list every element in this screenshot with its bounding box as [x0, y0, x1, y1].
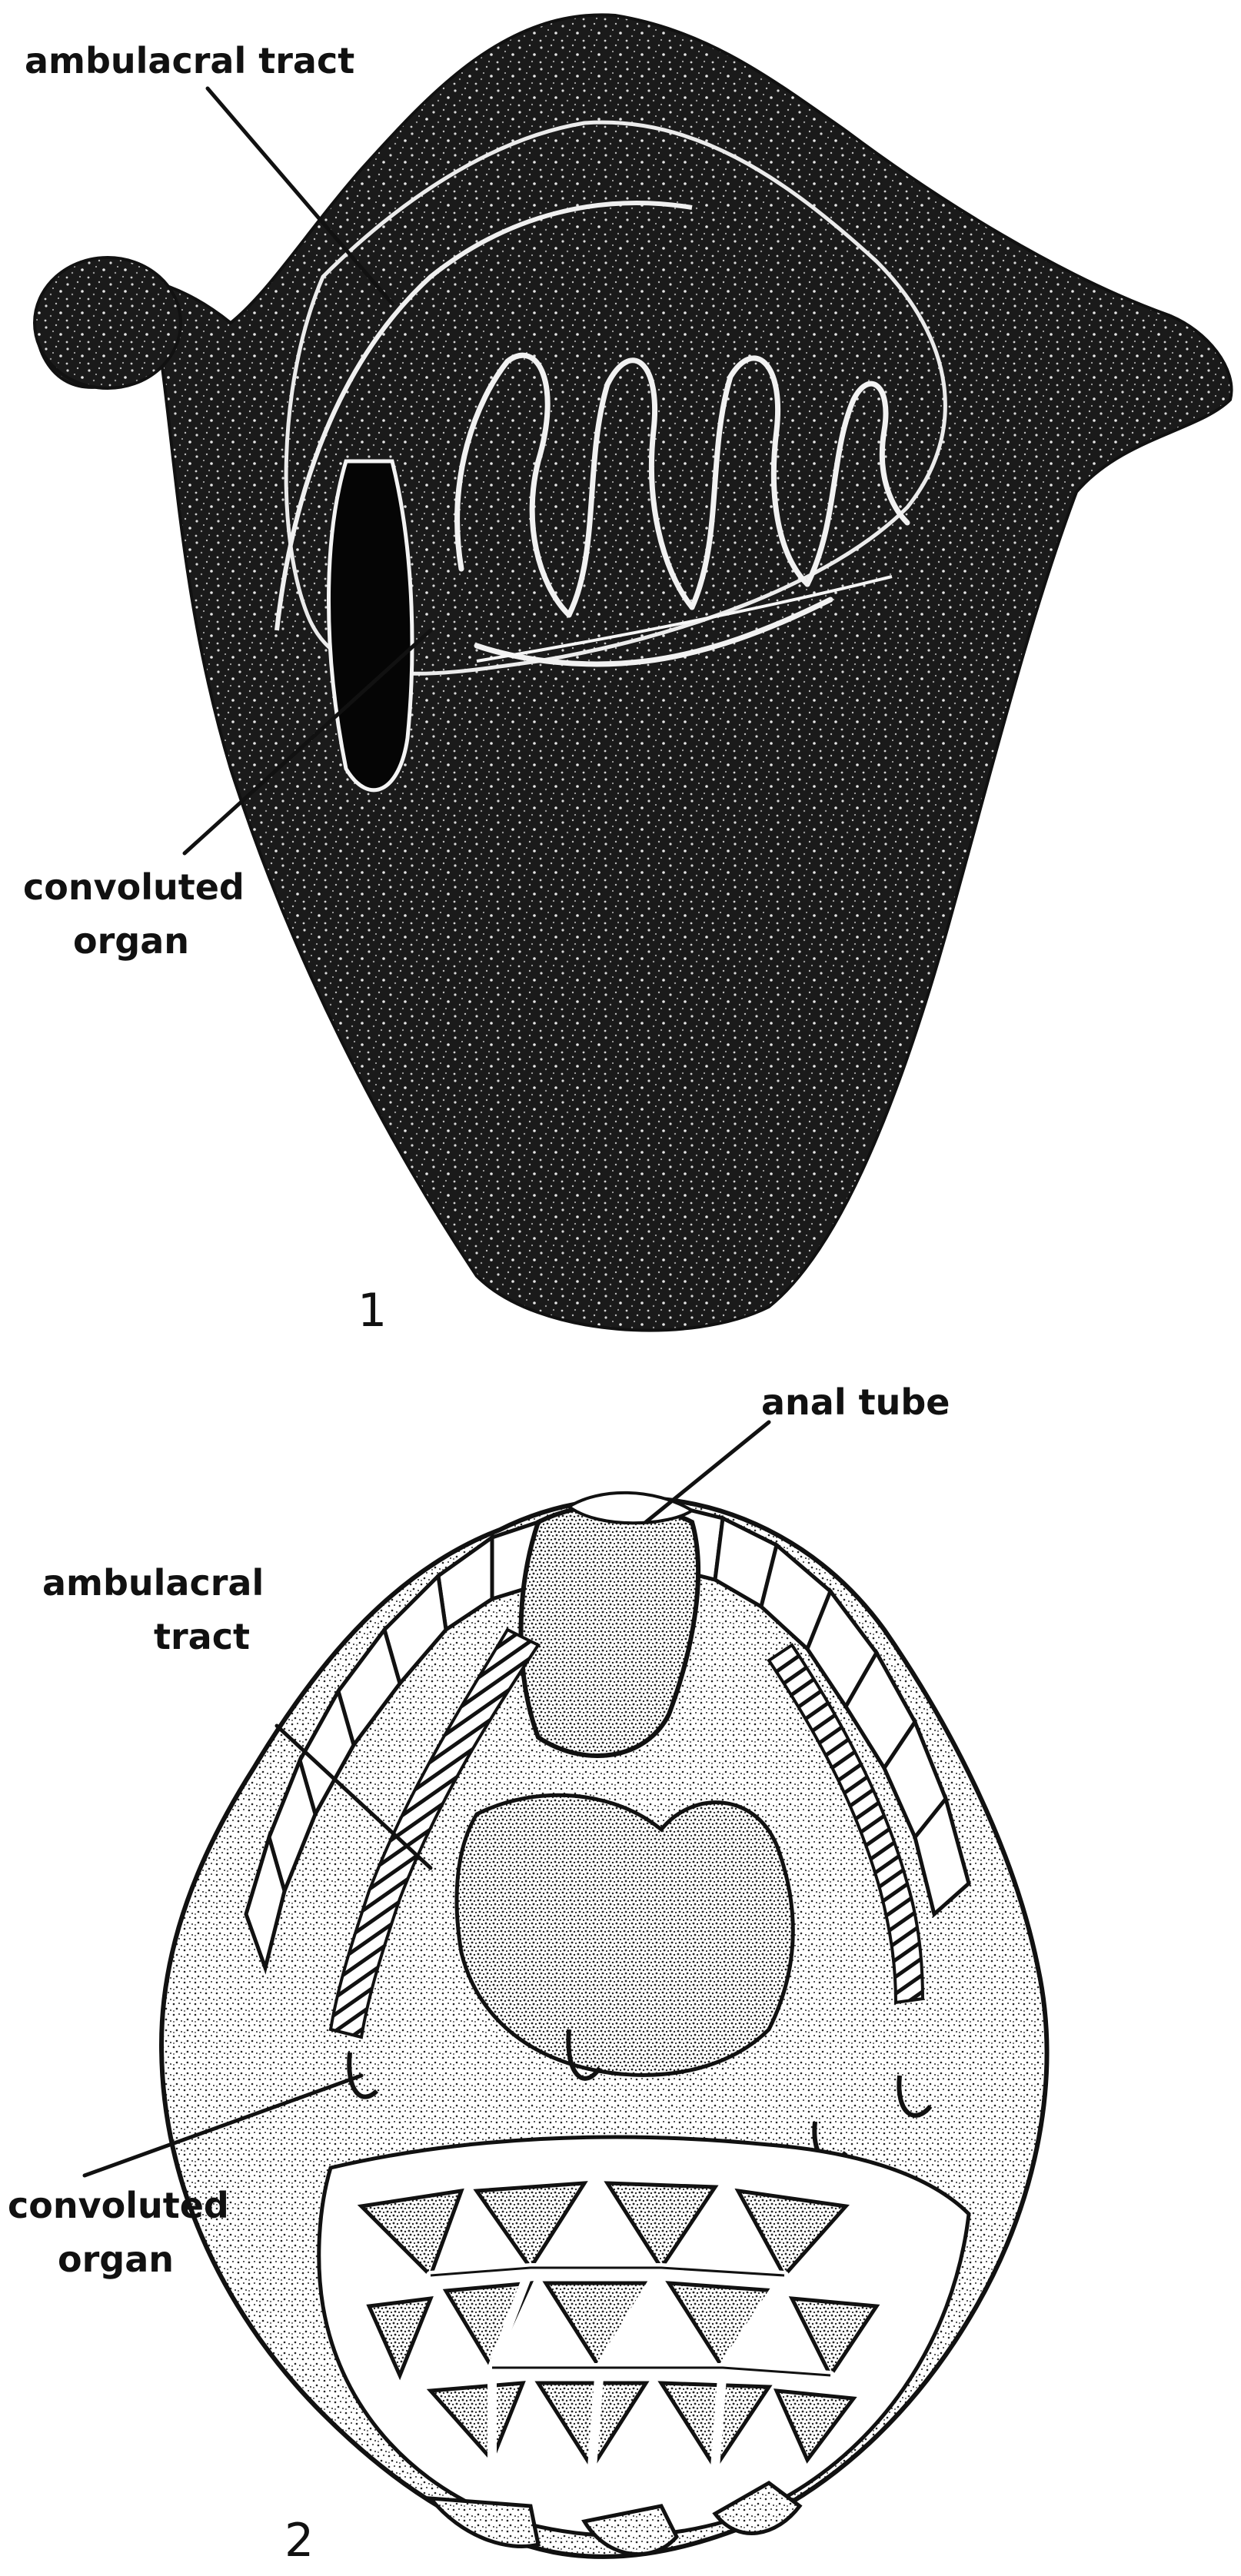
label-convoluted-organ-2-line2: organ [58, 2239, 174, 2280]
figure-1-number: 1 [358, 1284, 387, 1338]
label-ambulacral-tract-2-line2: tract [154, 1616, 250, 1657]
figure-1-specimen-photo: ambulacral tract convoluted organ 1 [23, 15, 1232, 1338]
label-convoluted-organ-2-line1: convoluted [8, 2185, 229, 2226]
specimen-left-lobe [35, 258, 181, 388]
figure-2-number: 2 [284, 2514, 314, 2568]
label-ambulacral-tract-1: ambulacral tract [25, 40, 354, 81]
label-convoluted-organ-1-line2: organ [73, 920, 189, 962]
label-ambulacral-tract-2-line1: ambulacral [42, 1562, 264, 1604]
dark-cavity [329, 461, 412, 790]
label-convoluted-organ-1-line1: convoluted [23, 866, 245, 908]
label-anal-tube: anal tube [761, 1381, 950, 1423]
figure-2-reconstruction-drawing: anal tube ambulacral tract convoluted or… [8, 1381, 1046, 2568]
